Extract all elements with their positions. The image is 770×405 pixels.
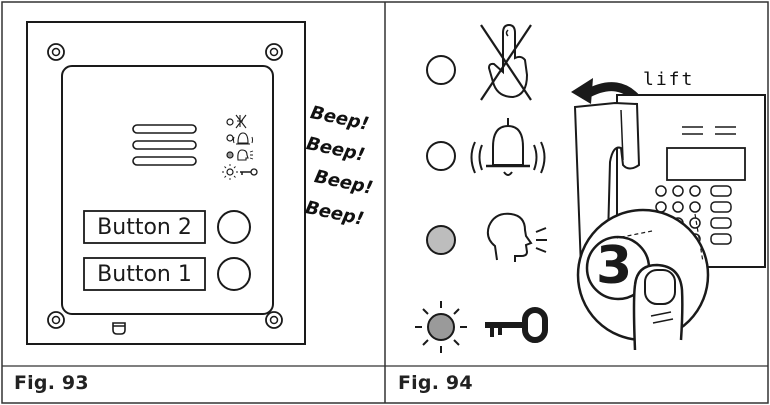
door-panel-illustration xyxy=(26,21,306,345)
screw-icon xyxy=(47,43,65,61)
call-button-1[interactable] xyxy=(217,257,251,291)
screw-icon xyxy=(47,311,65,329)
button-1-label: Button 1 xyxy=(97,261,192,287)
button-2-label: Button 2 xyxy=(97,214,192,240)
speaking-head-icon xyxy=(237,149,254,161)
screw-icon xyxy=(265,311,283,329)
speaker-grille xyxy=(132,124,197,166)
screw-icon xyxy=(265,43,283,61)
led-off-indicator xyxy=(426,141,456,171)
led-on-indicator xyxy=(426,225,456,255)
button-2-label-frame xyxy=(83,210,206,244)
door-key-icon xyxy=(485,307,548,343)
call-rejected-hand-icon xyxy=(480,23,532,101)
panel-status-leds xyxy=(222,114,258,180)
door-key-icon xyxy=(240,168,258,176)
status-legend-illustration xyxy=(415,23,766,353)
call-button-2[interactable] xyxy=(217,210,251,244)
led-flashing-indicator xyxy=(415,301,467,353)
button-1-label-frame xyxy=(83,257,206,291)
bottom-lock-icon xyxy=(112,322,126,335)
ringing-bell-icon xyxy=(470,118,546,176)
magnified-key-press xyxy=(576,208,710,351)
flashing-led xyxy=(222,164,238,180)
figure-94-caption: Fig. 94 xyxy=(398,372,473,394)
call-rejected-hand-icon xyxy=(235,114,247,129)
speaking-head-icon xyxy=(486,212,547,262)
figure-93-caption: Fig. 93 xyxy=(14,372,89,394)
lift-label: lift xyxy=(643,69,695,90)
led-off-indicator xyxy=(426,55,456,85)
ringing-bell-icon xyxy=(233,132,253,145)
key-digit: 3 xyxy=(596,236,633,296)
